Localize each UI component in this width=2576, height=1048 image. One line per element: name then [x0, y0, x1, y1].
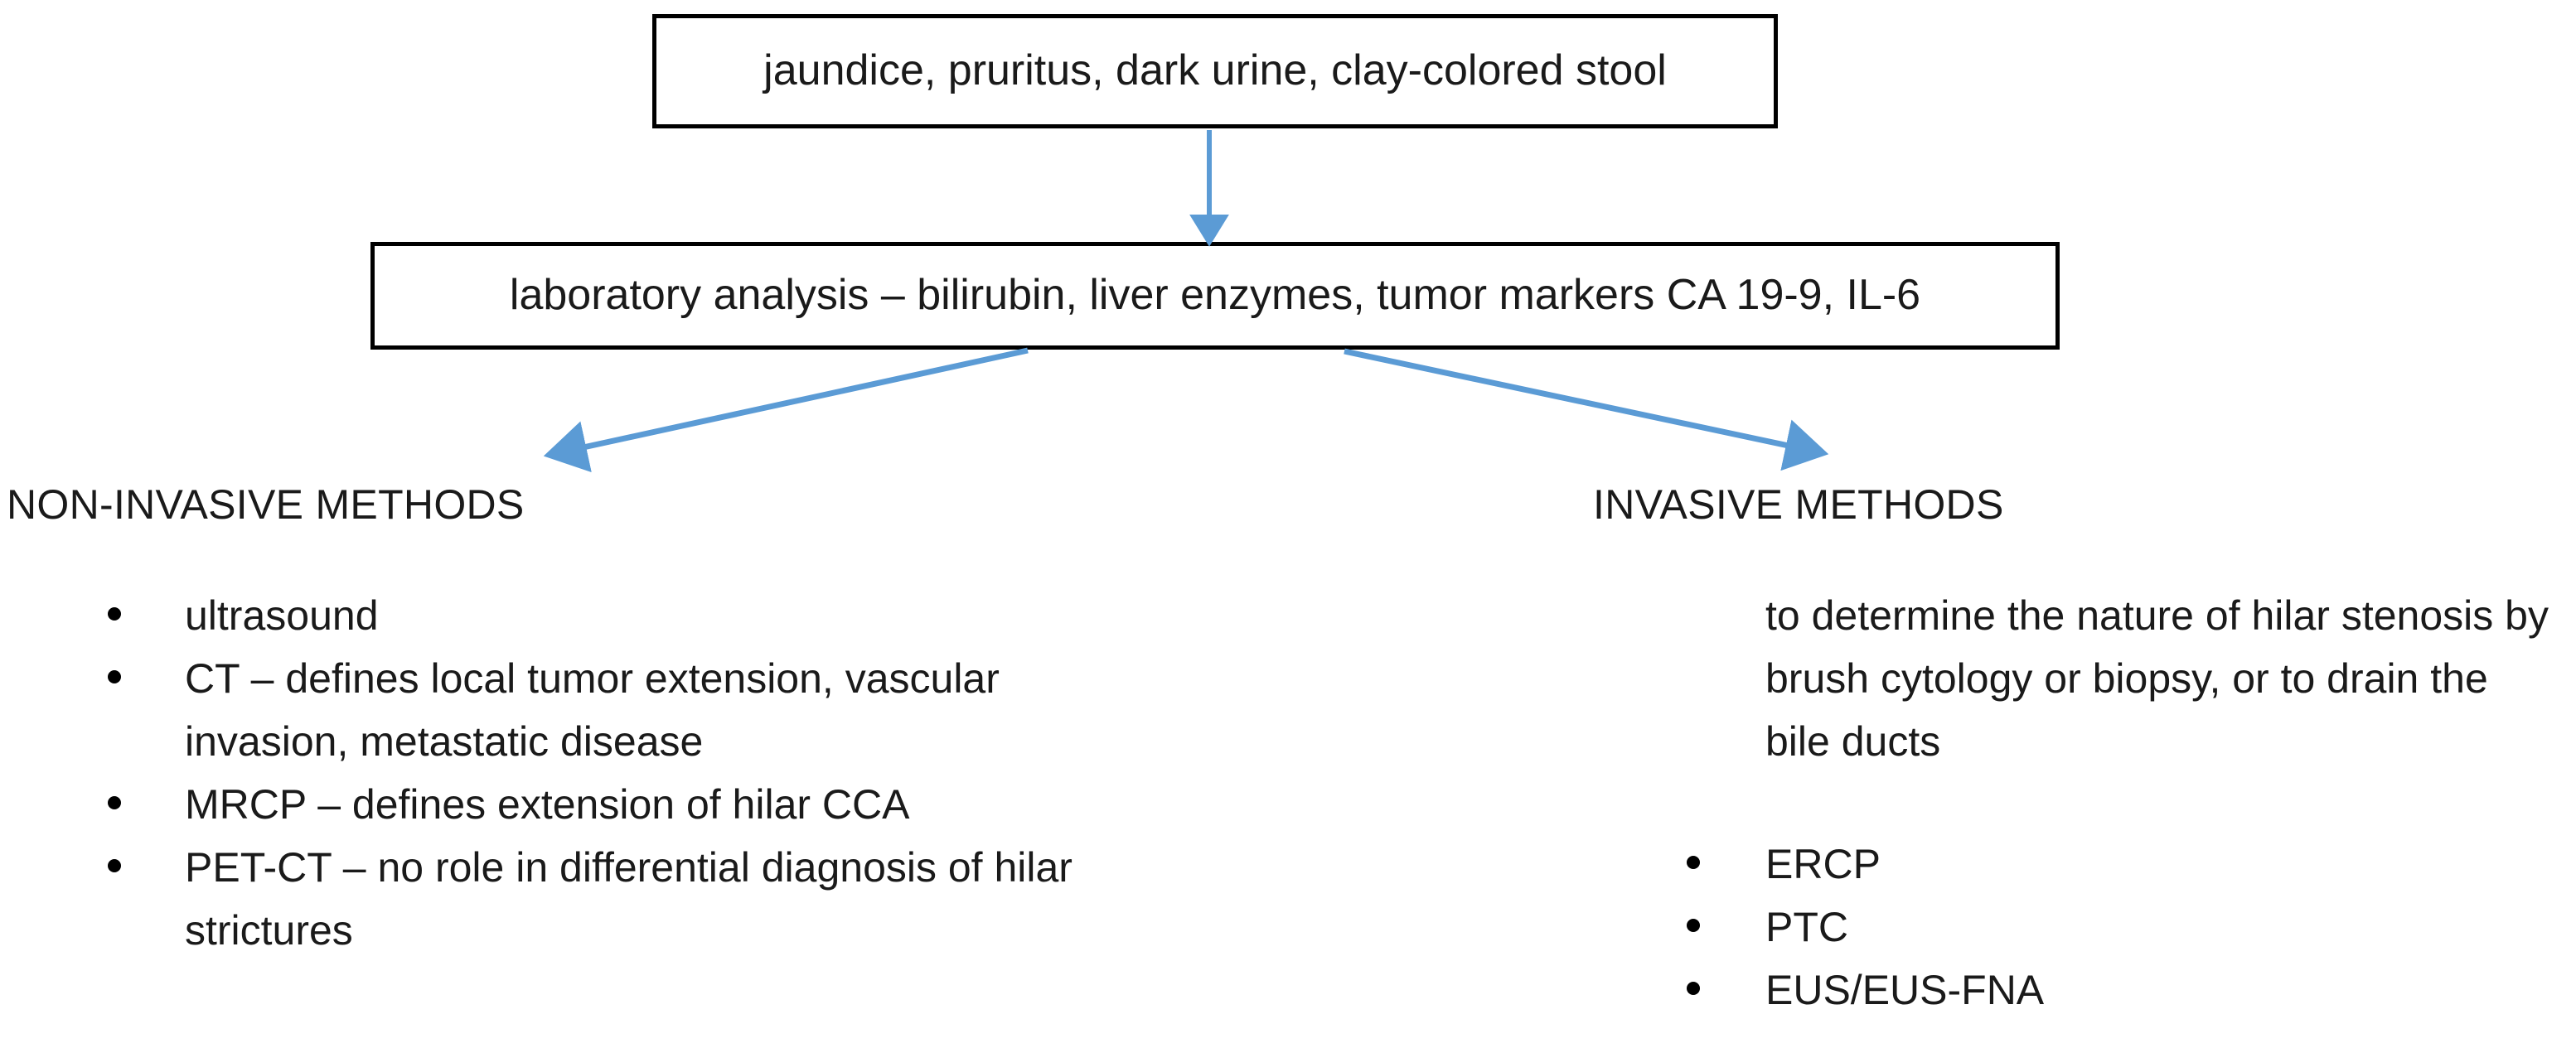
list-item: EUS/EUS-FNA — [1687, 959, 2428, 1021]
bullet-dot-icon — [108, 859, 121, 872]
bullet-dot-icon — [1687, 919, 1700, 932]
arrow-down-left-icon — [543, 347, 1029, 473]
laboratory-analysis-box: laboratory analysis – bilirubin, liver e… — [370, 242, 2060, 350]
list-item-label: EUS/EUS-FNA — [1765, 967, 2045, 1013]
list-item-label: ERCP — [1765, 841, 1881, 887]
bullet-dot-icon — [108, 607, 121, 621]
arrow-down-right-icon — [1344, 348, 1829, 471]
invasive-methods-heading: INVASIVE METHODS — [1593, 481, 2004, 528]
list-item: PTC — [1687, 896, 2428, 959]
non-invasive-methods-heading: NON-INVASIVE METHODS — [7, 481, 525, 528]
list-item: MRCP – defines extension of hilar CCA — [108, 773, 1138, 836]
list-item: CT – defines local tumor extension, vasc… — [108, 647, 1138, 773]
bullet-dot-icon — [1687, 856, 1700, 869]
bullet-dot-icon — [108, 670, 121, 683]
laboratory-analysis-box-text: laboratory analysis – bilirubin, liver e… — [509, 271, 1921, 320]
list-item-label: PTC — [1765, 904, 1848, 950]
invasive-methods-list: ERCP PTC EUS/EUS-FNA — [1687, 833, 2428, 1021]
list-item-label: PET-CT – no role in differential diagnos… — [185, 844, 1073, 954]
list-item: ERCP — [1687, 833, 2428, 896]
list-item-label: ultrasound — [185, 592, 379, 639]
bullet-dot-icon — [1687, 982, 1700, 995]
symptoms-box: jaundice, pruritus, dark urine, clay-col… — [652, 14, 1778, 128]
invasive-methods-paragraph: to determine the nature of hilar stenosi… — [1765, 592, 2549, 765]
bullet-dot-icon — [108, 796, 121, 809]
non-invasive-methods-list: ultrasound CT – defines local tumor exte… — [108, 584, 1138, 962]
list-item-label: MRCP – defines extension of hilar CCA — [185, 781, 910, 828]
list-item: ultrasound — [108, 584, 1138, 647]
symptoms-box-text: jaundice, pruritus, dark urine, clay-col… — [763, 46, 1667, 95]
list-item-label: CT – defines local tumor extension, vasc… — [185, 655, 1000, 765]
list-item: PET-CT – no role in differential diagnos… — [108, 836, 1138, 962]
